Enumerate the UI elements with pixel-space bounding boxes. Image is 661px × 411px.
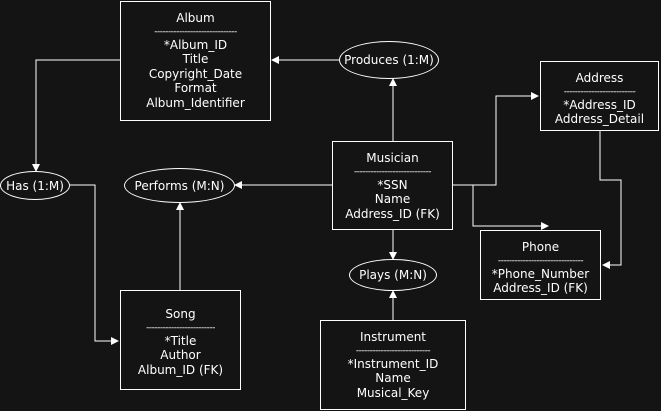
attribute-instrument-musical-key: Musical_Key <box>356 385 430 400</box>
relationship-plays[interactable]: Plays (M:N) <box>349 259 437 291</box>
entity-song-separator: ------------------------- <box>146 322 215 333</box>
edge-has-to-song <box>70 184 119 345</box>
entity-musician-title: Musician <box>366 151 419 165</box>
attribute-song-title: *Title <box>164 333 197 348</box>
entity-song[interactable]: Song ------------------------- *Title Au… <box>120 290 241 390</box>
entity-phone[interactable]: Phone ------------------------------- *P… <box>480 230 601 300</box>
entity-musician-separator: ---------------------------- <box>354 166 431 177</box>
edge-album-to-has <box>32 59 120 172</box>
relationship-performs[interactable]: Performs (M:N) <box>124 168 235 203</box>
attribute-musician-address-id: Address_ID (FK) <box>345 206 440 221</box>
relationship-has-label: Has (1:M) <box>6 178 64 193</box>
entity-address-title: Address <box>575 71 624 85</box>
edge-musician-to-address <box>453 92 539 186</box>
entity-album[interactable]: Album ------------------------------ *Al… <box>120 1 271 121</box>
attribute-address-id: *Address_ID <box>563 97 636 112</box>
entity-instrument-separator: --------------------------- <box>355 345 431 356</box>
attribute-album-id: *Album_ID <box>163 37 228 52</box>
attribute-album-identifier: Album_Identifier <box>146 95 245 110</box>
attribute-musician-name: Name <box>374 192 411 206</box>
attribute-musician-ssn: *SSN <box>377 177 408 192</box>
entity-musician[interactable]: Musician ---------------------------- *S… <box>332 141 453 230</box>
relationship-has[interactable]: Has (1:M) <box>0 171 70 200</box>
entity-instrument[interactable]: Instrument --------------------------- *… <box>320 320 466 410</box>
entity-address-separator: -------------------------- <box>563 86 636 97</box>
relationship-produces-label: Produces (1:M) <box>344 53 434 67</box>
relationship-performs-label: Performs (M:N) <box>134 178 225 193</box>
entity-album-separator: ------------------------------ <box>154 26 237 37</box>
entity-phone-separator: ------------------------------- <box>497 255 584 266</box>
attribute-phone-number: *Phone_Number <box>491 266 590 281</box>
attribute-album-copyright-date: Copyright_Date <box>148 66 243 81</box>
entity-album-title: Album <box>176 11 215 25</box>
attribute-instrument-id: *Instrument_ID <box>347 356 439 371</box>
attribute-song-author: Author <box>160 348 201 362</box>
entity-phone-title: Phone <box>521 240 560 254</box>
edge-address-to-phone <box>599 131 622 269</box>
edge-musician-to-phone <box>453 184 549 230</box>
attribute-instrument-name: Name <box>375 371 411 385</box>
attribute-album-title: Title <box>182 52 209 66</box>
entity-instrument-title: Instrument <box>359 330 427 344</box>
relationship-produces[interactable]: Produces (1:M) <box>339 41 439 79</box>
entity-address[interactable]: Address -------------------------- *Addr… <box>540 61 659 131</box>
attribute-album-format: Format <box>174 81 217 95</box>
attribute-phone-address-id: Address_ID (FK) <box>493 281 588 295</box>
attribute-song-album-id: Album_ID (FK) <box>137 362 224 377</box>
relationship-plays-label: Plays (M:N) <box>359 268 427 282</box>
attribute-address-detail: Address_Detail <box>554 112 645 126</box>
entity-song-title: Song <box>165 307 196 321</box>
